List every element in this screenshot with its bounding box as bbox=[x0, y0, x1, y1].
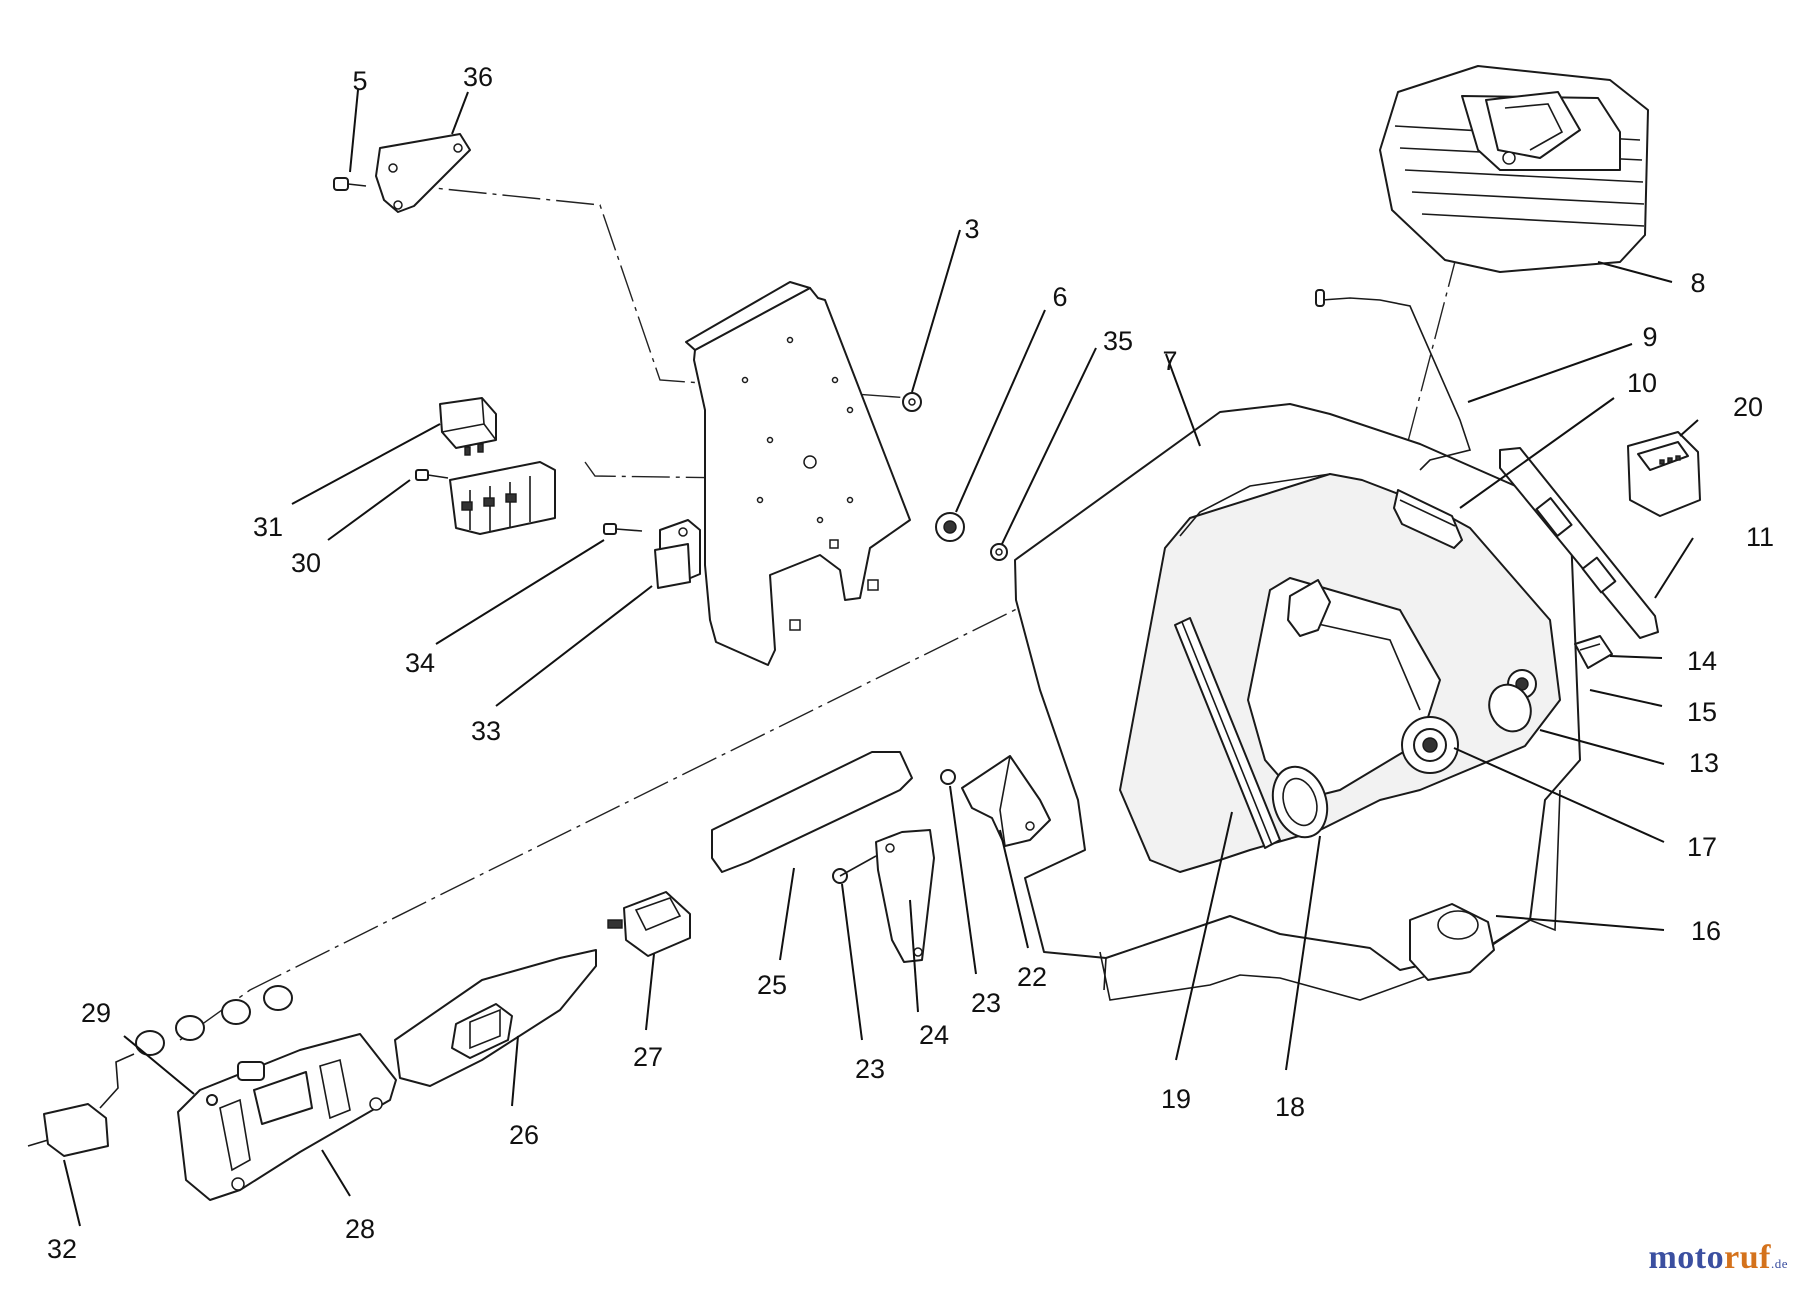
part-27-connector bbox=[607, 891, 691, 957]
callout-28: 28 bbox=[345, 1214, 375, 1244]
part-6-grommet bbox=[935, 512, 965, 542]
callout-36: 36 bbox=[463, 62, 493, 92]
callout-32: 32 bbox=[47, 1234, 77, 1264]
callout-19: 19 bbox=[1161, 1084, 1191, 1114]
callout-23-b: 23 bbox=[855, 1054, 885, 1084]
part-13-plug bbox=[1488, 683, 1532, 733]
callout-13: 13 bbox=[1689, 748, 1719, 778]
callout-34: 34 bbox=[405, 648, 435, 678]
callout-6: 6 bbox=[1052, 282, 1067, 312]
part-19-bar bbox=[1174, 617, 1281, 849]
part-23-screw-a bbox=[940, 769, 956, 785]
part-11-trim bbox=[1499, 447, 1659, 639]
watermark-part-2: ruf bbox=[1724, 1239, 1771, 1276]
watermark-part-1: moto bbox=[1648, 1239, 1725, 1276]
watermark-part-3: .de bbox=[1770, 1256, 1788, 1271]
part-28-dash-housing bbox=[177, 1033, 397, 1201]
part-10-lever bbox=[1393, 489, 1463, 549]
callout-5: 5 bbox=[352, 66, 367, 96]
callout-23-a: 23 bbox=[971, 988, 1001, 1018]
motoruf-watermark-logo: motoruf.de bbox=[1648, 1239, 1788, 1277]
terminal-block bbox=[449, 461, 556, 535]
callout-33: 33 bbox=[471, 716, 501, 746]
part-35-nut bbox=[990, 543, 1008, 561]
part-30-screw bbox=[415, 469, 449, 481]
callout-14: 14 bbox=[1687, 646, 1717, 676]
callout-11: 11 bbox=[1746, 522, 1774, 552]
callout-8: 8 bbox=[1690, 268, 1705, 298]
callout-9: 9 bbox=[1642, 322, 1657, 352]
part-14-switch bbox=[1574, 635, 1613, 669]
mounting-bracket-panel bbox=[685, 281, 911, 666]
part-33-bracket bbox=[654, 519, 701, 589]
part-25-label bbox=[711, 751, 913, 873]
callout-3: 3 bbox=[964, 214, 979, 244]
callout-10: 10 bbox=[1627, 368, 1657, 398]
part-18-opening bbox=[1271, 765, 1329, 839]
part-29-bulbs bbox=[135, 985, 293, 1106]
part-8-boot bbox=[1379, 65, 1649, 273]
callout-31: 31 bbox=[253, 512, 283, 542]
callout-29: 29 bbox=[81, 998, 111, 1028]
callout-numbers: 5 36 3 6 35 7 8 9 10 20 11 14 15 13 17 1… bbox=[47, 62, 1774, 1264]
part-9-rod bbox=[1315, 289, 1472, 471]
leader-lines bbox=[63, 89, 1699, 1227]
callout-7: 7 bbox=[1162, 346, 1177, 376]
part-5-screw bbox=[333, 177, 367, 191]
callout-35: 35 bbox=[1103, 326, 1133, 356]
part-24-bracket bbox=[839, 829, 935, 963]
callout-16: 16 bbox=[1691, 916, 1721, 946]
callout-30: 30 bbox=[291, 548, 321, 578]
part-7-console-housing bbox=[1014, 403, 1581, 1001]
callout-24: 24 bbox=[919, 1020, 949, 1050]
part-17-ignition bbox=[1401, 716, 1459, 774]
part-20-switch bbox=[1627, 431, 1701, 517]
part-16-cap bbox=[1409, 903, 1495, 981]
part-36-plate bbox=[375, 133, 471, 213]
part-31-relay bbox=[439, 397, 497, 456]
callout-15: 15 bbox=[1687, 697, 1717, 727]
part-32-sensor bbox=[27, 1053, 135, 1157]
callout-20: 20 bbox=[1733, 392, 1763, 422]
callout-25: 25 bbox=[757, 970, 787, 1000]
part-22-bracket bbox=[961, 755, 1051, 847]
part-26-panel bbox=[394, 949, 597, 1087]
callout-18: 18 bbox=[1275, 1092, 1305, 1122]
part-3-nut bbox=[902, 392, 922, 412]
callout-17: 17 bbox=[1687, 832, 1717, 862]
part-34-screw bbox=[603, 523, 643, 535]
callout-27: 27 bbox=[633, 1042, 663, 1072]
callout-22: 22 bbox=[1017, 962, 1047, 992]
callout-26: 26 bbox=[509, 1120, 539, 1150]
